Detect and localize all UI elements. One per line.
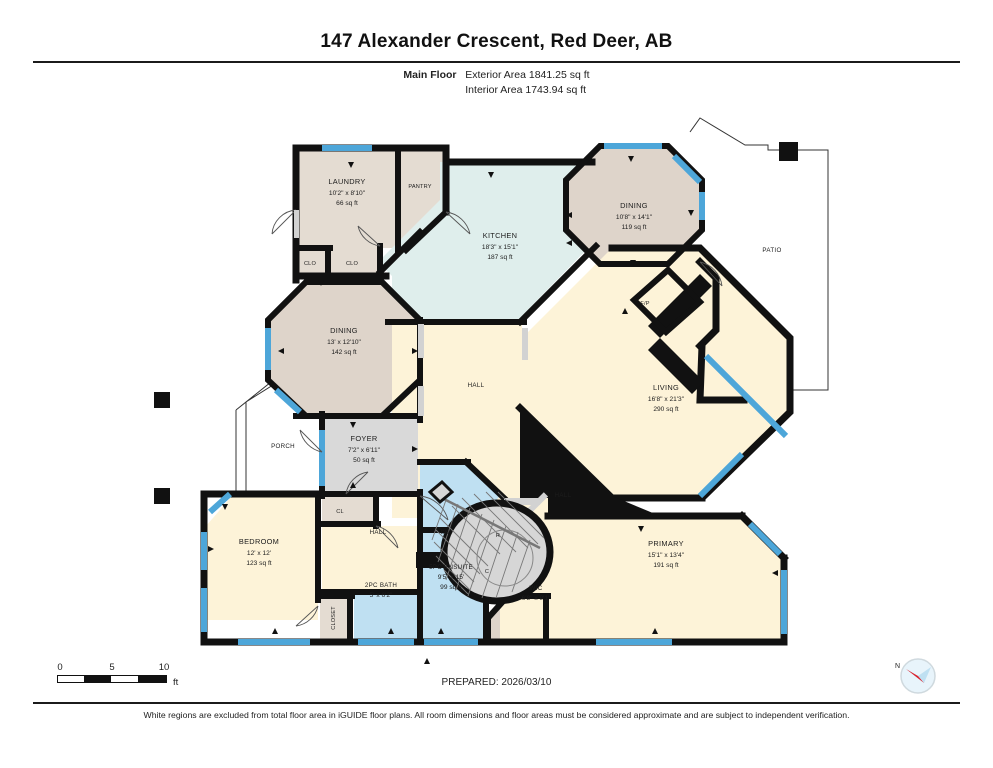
room-name-hall-main: HALL [468, 382, 485, 389]
room-name-primary: PRIMARY [648, 539, 684, 548]
room-name-kitchen: KITCHEN [483, 231, 518, 240]
room-name-hall-bed: HALL [370, 529, 387, 536]
room-dim-bath2pc: 5' x 6'2" [370, 592, 393, 599]
scale-bar: 0 5 10 ft [57, 662, 178, 688]
room-dim-wic: 6'8" x 9'1" [522, 595, 551, 602]
room-name-closet: CLOSET [331, 606, 337, 630]
room-name-foyer: FOYER [351, 434, 378, 443]
room-area-foyer: 50 sq ft [353, 457, 375, 464]
floor-plan-drawing: LAUNDRY 10'2" x 8'10" 66 sq ft PANTRY CL… [154, 117, 829, 664]
room-name-stairs-r: R [496, 533, 500, 539]
page-title: 147 Alexander Crescent, Red Deer, AB [320, 31, 673, 52]
scale-unit: ft [173, 677, 179, 688]
dining-w-fill [270, 284, 418, 414]
scale-bar-graphic [57, 675, 167, 683]
room-dim-dining-w: 13' x 12'10" [327, 339, 361, 346]
post-upper [154, 392, 170, 408]
room-area-bedroom: 123 sq ft [246, 560, 271, 567]
room-dim-ensuite: 9'5" x 15' [438, 574, 465, 581]
patio-outline [689, 117, 829, 391]
floor-label: Main Floor [403, 69, 457, 81]
compass-north-label: N [895, 663, 900, 670]
room-area-dining-ne: 119 sq ft [622, 224, 647, 231]
living-fill [522, 250, 788, 496]
wall-block-ensuite [416, 552, 446, 568]
interior-area-row: Main Floor Interior Area 1743.94 sq ft [0, 83, 993, 98]
porch-outline [235, 361, 301, 492]
staircase [427, 479, 554, 605]
disclaimer-text: White regions are excluded from total fl… [143, 710, 850, 720]
wall-wedge-primary [548, 496, 660, 516]
interior-area: Interior Area 1743.94 sq ft [465, 84, 587, 96]
room-name-c-closet: C [485, 569, 489, 575]
compass-needle-north [906, 669, 924, 683]
room-name-pantry: PANTRY [408, 184, 431, 190]
room-dim-primary: 15'1" x 13'4" [648, 552, 685, 559]
room-label-group: LAUNDRY 10'2" x 8'10" 66 sq ft PANTRY CL… [239, 177, 781, 630]
room-dim-bedroom: 12' x 12' [247, 550, 271, 557]
scale-tick-10: 10 [158, 662, 170, 673]
room-name-clo1: CLO [304, 261, 317, 267]
room-name-patio: PATIO [762, 247, 781, 254]
room-area-laundry: 66 sq ft [336, 200, 358, 207]
patio-post [779, 142, 798, 161]
room-dim-laundry: 10'2" x 8'10" [329, 190, 366, 197]
room-name-ensuite: 5PC ENSUITE [429, 564, 473, 571]
area-summary: Main Floor Exterior Area 1841.25 sq ft M… [0, 68, 993, 98]
compass-rose: N [895, 658, 936, 694]
primary-fill [548, 518, 782, 640]
laundry-fill [299, 151, 398, 248]
header-divider [33, 61, 960, 63]
room-area-kitchen: 187 sq ft [487, 254, 512, 261]
hall-bed-fill [322, 526, 418, 592]
room-name-porch: PORCH [271, 443, 295, 450]
room-name-bedroom: BEDROOM [239, 537, 279, 546]
exterior-area: Exterior Area 1841.25 sq ft [465, 69, 590, 81]
room-name-stairs-dn: DN [441, 530, 449, 536]
wall-wedge-dining [648, 274, 712, 338]
room-name-fireplace: F/P [640, 301, 649, 307]
wall-wedge-dining-b [648, 338, 704, 394]
room-area-living: 290 sq ft [653, 406, 678, 413]
room-area-ensuite: 99 sq ft [440, 584, 462, 591]
exterior-area-row: Main Floor Exterior Area 1841.25 sq ft [0, 68, 993, 83]
room-area-primary: 191 sq ft [653, 562, 678, 569]
post-lower [154, 488, 170, 504]
room-dim-foyer: 7'2" x 6'11" [348, 447, 381, 454]
kitchen-fill [378, 162, 590, 322]
room-name-clo2: CLO [346, 261, 359, 267]
scale-tick-5: 5 [109, 662, 115, 673]
scale-tick-0: 0 [57, 662, 63, 673]
bath2pc-fill [354, 594, 418, 640]
foyer-fill [322, 416, 418, 494]
room-name-cl: CL [336, 509, 344, 515]
room-name-hall-low: HALL [555, 492, 572, 499]
room-name-wic: WIC [530, 585, 543, 592]
direction-marker-group [208, 156, 778, 664]
compass-needle-light [918, 667, 931, 683]
prepared-date: PREPARED: 2026/03/10 [441, 677, 552, 688]
bedroom-fill [206, 496, 318, 620]
room-dim-kitchen: 18'3" x 15'1" [482, 244, 519, 251]
clo2-fill [330, 248, 381, 273]
room-name-living: LIVING [653, 383, 679, 392]
scale-ticks: 0 5 10 [57, 662, 170, 675]
room-area-dining-w: 142 sq ft [331, 349, 356, 356]
cl-fill [322, 496, 376, 524]
room-name-laundry: LAUNDRY [328, 177, 365, 186]
wall-wedge-hall [520, 408, 612, 498]
dining-ne-fill [568, 148, 700, 262]
room-name-dining-w: DINING [330, 326, 358, 335]
closet-fill [320, 594, 350, 640]
window-group [201, 143, 789, 645]
room-name-dining-ne: DINING [620, 201, 648, 210]
room-dim-dining-ne: 10'8" x 14'1" [616, 214, 653, 221]
room-name-bath2pc: 2PC BATH [365, 582, 397, 589]
clo1-fill [294, 248, 325, 273]
fireplace-symbol [629, 265, 705, 337]
footer-divider [33, 702, 960, 704]
room-dim-living: 16'8" x 21'3" [648, 396, 685, 403]
